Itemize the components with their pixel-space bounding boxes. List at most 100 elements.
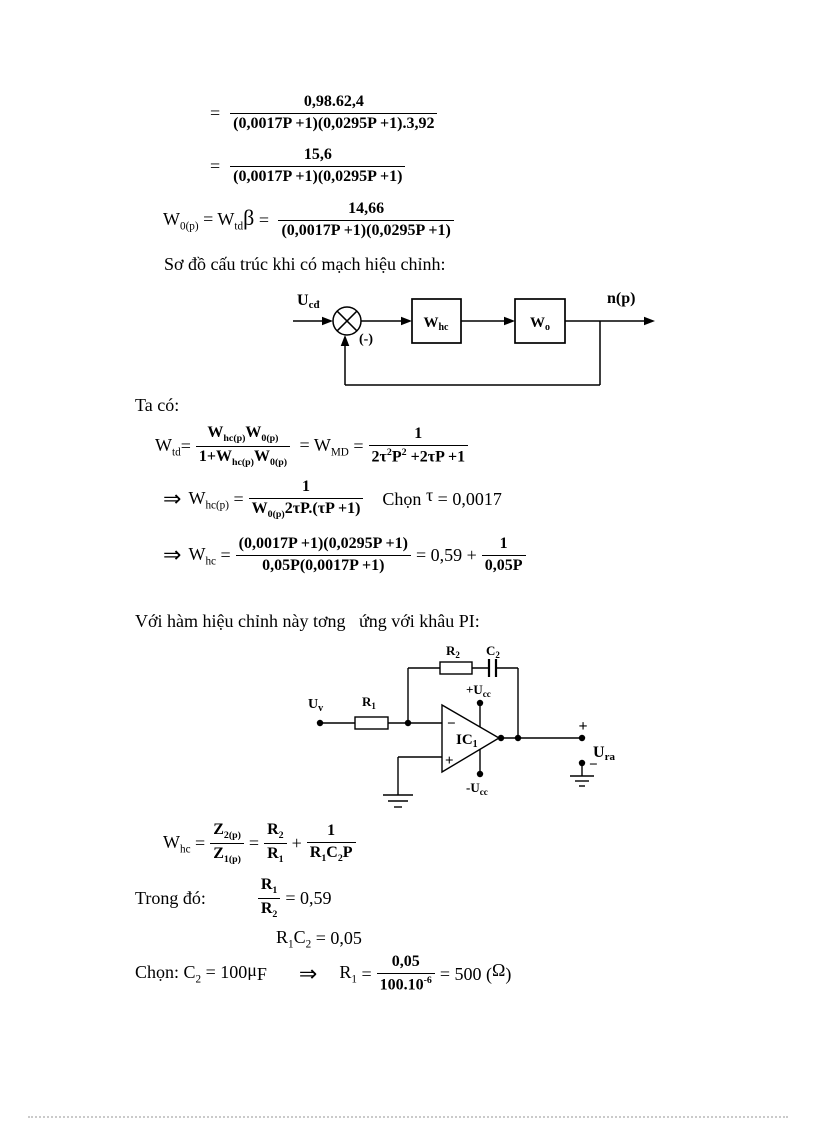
plus-sign: + xyxy=(291,832,302,853)
input-label: Ucđ xyxy=(297,292,320,311)
fraction-numerator: Z2(p) xyxy=(213,821,241,842)
output-minus-sign: − xyxy=(589,757,598,773)
fraction-numerator: 1 xyxy=(499,535,508,552)
fraction: (0,0017P +1)(0,0295P +1) 0,05P(0,0017P +… xyxy=(235,535,411,576)
fraction-denominator: 100.10-6 xyxy=(379,974,432,994)
fraction-bar xyxy=(264,842,287,844)
output-plus-sign: + xyxy=(578,718,587,735)
omega-symbol: Ω xyxy=(492,959,506,980)
r1c2-value: = 0,05 xyxy=(311,928,362,949)
fraction: Whc(p)W0(p) 1+Whc(p)W0(p) xyxy=(195,424,291,469)
equals-sign: = xyxy=(228,488,244,509)
fraction-numerator: 0,05 xyxy=(391,953,420,970)
mid-value: = 0,59 + xyxy=(415,544,477,565)
struct-diagram-caption: Sơ đồ cấu trúc khi có mạch hiệu chỉnh: xyxy=(164,254,446,274)
equation-10: Chọn: C2 = 100 μ F ⇒ R1 = 0,05 100.10-6 … xyxy=(135,953,511,995)
r1c2-symbol: R1C2 xyxy=(276,927,312,951)
whcp-symbol: Whc(p) xyxy=(188,487,229,512)
result-close-paren: ) xyxy=(505,963,512,984)
fraction: 15,6 (0,0017P +1)(0,0295P +1) xyxy=(230,146,406,187)
vcc-minus-label: -Ucc xyxy=(466,780,488,797)
fraction-denominator: Z1(p) xyxy=(213,844,241,866)
equals-sign: = xyxy=(190,832,206,853)
arrowhead-icon xyxy=(504,316,515,326)
control-block-diagram: Ucđ (-) Whc Wo n(p) xyxy=(293,290,655,386)
vcc-plus-label: +Ucc xyxy=(466,682,491,699)
fraction: R2 R1 xyxy=(264,821,287,866)
equals-sign: = xyxy=(348,435,364,456)
equation-9: R1C2 = 0,05 xyxy=(276,927,362,951)
implies-arrow-icon: ⇒ xyxy=(163,542,182,568)
fraction-bar xyxy=(235,554,411,556)
ura-label: Ura xyxy=(593,744,615,763)
pi-caption: Với hàm hiệu chỉnh này tơng ứng với khâu… xyxy=(135,611,480,631)
beta-symbol: β xyxy=(243,205,255,231)
fraction-numerator: R2 xyxy=(267,821,284,842)
fraction: 1 R1C2P xyxy=(306,822,356,865)
opamp-noninverting-input-sign: + xyxy=(445,753,454,769)
fraction: 1 0,05P xyxy=(481,535,526,576)
whc-symbol: Whc xyxy=(188,543,216,568)
minus-feedback-label: (-) xyxy=(359,332,373,347)
equation-8: Trong đó: R1 R2 = 0,59 xyxy=(135,876,332,921)
arrowhead-icon xyxy=(644,316,655,326)
fraction-bar xyxy=(481,554,526,556)
c2-label: C2 xyxy=(486,643,500,660)
fraction-numerator: 1 xyxy=(302,478,311,495)
fraction-bar xyxy=(376,972,435,974)
fraction-denominator: 0,05P(0,0017P +1) xyxy=(262,556,385,574)
arrowhead-icon xyxy=(340,335,350,346)
fraction-numerator: (0,0017P +1)(0,0295P +1) xyxy=(238,535,408,552)
ta-co-label: Ta có: xyxy=(135,395,180,415)
arrowhead-icon xyxy=(401,316,412,326)
chon-c2-label: Chọn: C2 = 100 xyxy=(135,962,248,986)
fraction: R1 R2 xyxy=(257,876,281,921)
fraction-bar xyxy=(306,841,356,843)
equals-sign: = xyxy=(356,963,372,984)
output-label: n(p) xyxy=(607,290,635,307)
fraction-bar xyxy=(278,219,454,221)
ic1-label: IC1 xyxy=(456,732,478,750)
wtd-symbol: = Wtd xyxy=(198,208,244,233)
fraction: 0,98.62,4 (0,0017P +1)(0,0295P +1).3,92 xyxy=(230,93,438,134)
r1-symbol: R1 xyxy=(339,962,357,986)
node-dot xyxy=(404,719,412,727)
fraction-bar xyxy=(230,112,438,114)
farad-unit: F xyxy=(256,963,267,984)
pi-opamp-circuit: Uv R1 R2 C2 +Ucc -Ucc − + IC1 + Ura − xyxy=(308,643,615,808)
fraction-denominator: R1C2P xyxy=(309,843,353,865)
ratio-value: = 0,59 xyxy=(285,887,332,908)
node-dot xyxy=(578,759,586,767)
fraction: 1 W0(p)2τP.(τP +1) xyxy=(248,478,364,521)
equation-5: ⇒ Whc(p) = 1 W0(p)2τP.(τP +1) Chọn τ = 0… xyxy=(163,478,502,521)
fraction-denominator: R1 xyxy=(267,844,284,866)
whc-symbol: Whc xyxy=(163,831,191,856)
mu-symbol: μ xyxy=(247,959,257,980)
implies-arrow-icon: ⇒ xyxy=(298,961,318,987)
page-footer-dotted-line xyxy=(28,1116,788,1118)
fraction-denominator: W0(p)2τP.(τP +1) xyxy=(251,499,361,521)
fraction-denominator: 2τ2P2 +2τP +1 xyxy=(371,447,466,466)
wo-block-label: Wo xyxy=(530,315,550,333)
resistor-r1 xyxy=(354,716,389,730)
fraction: 14,66 (0,0017P +1)(0,0295P +1) xyxy=(278,200,454,241)
w0p-symbol: W0(p) xyxy=(163,208,199,233)
equation-7: Whc = Z2(p) Z1(p) = R2 R1 + 1 R1C2P xyxy=(163,821,361,866)
equals-sign: = xyxy=(180,435,191,456)
node-dot xyxy=(476,770,484,778)
equation-1: = 0,98.62,4 (0,0017P +1)(0,0295P +1).3,9… xyxy=(210,93,442,134)
fraction-denominator: (0,0017P +1)(0,0295P +1) xyxy=(233,167,403,185)
equals-sign: = xyxy=(215,544,231,565)
implies-arrow-icon: ⇒ xyxy=(163,486,182,512)
equals-sign: = xyxy=(254,209,274,230)
tau-symbol: τ xyxy=(425,484,434,505)
fraction: 0,05 100.10-6 xyxy=(376,953,435,995)
chon-label: Chọn xyxy=(382,488,426,509)
summing-x-line xyxy=(336,310,358,332)
circuit-nodes xyxy=(316,699,586,778)
fraction-numerator: R1 xyxy=(260,876,278,897)
equation-4: Wtd = Whc(p)W0(p) 1+Whc(p)W0(p) = WMD = … xyxy=(155,424,473,469)
uv-label: Uv xyxy=(308,697,323,714)
equation-3: W0(p) = Wtd β = 14,66 (0,0017P +1)(0,029… xyxy=(163,200,459,241)
